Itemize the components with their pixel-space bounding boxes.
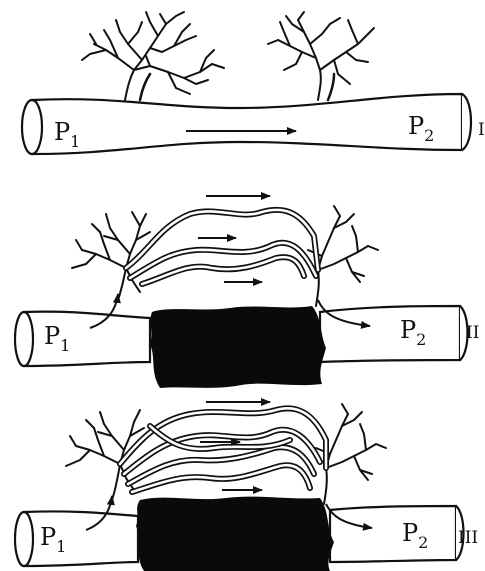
arteriole-branches-right	[268, 12, 374, 100]
panel-roman-label: III	[458, 528, 478, 548]
occlusion-block	[150, 306, 326, 388]
panel-roman-label: I	[478, 120, 485, 140]
panel-3: P1 P2 III	[15, 402, 478, 571]
collateral-vessels	[120, 408, 326, 492]
panel-2: P1 P2 II	[15, 196, 479, 388]
arteriole-branches-left	[82, 12, 224, 100]
panel-roman-label: II	[466, 323, 479, 343]
collateral-vessels	[126, 210, 318, 284]
panel-1: P1 P2 I	[22, 12, 485, 154]
occlusion-block	[136, 497, 334, 571]
arteriole-branches-left	[66, 410, 144, 500]
artery-vessel	[22, 94, 471, 154]
